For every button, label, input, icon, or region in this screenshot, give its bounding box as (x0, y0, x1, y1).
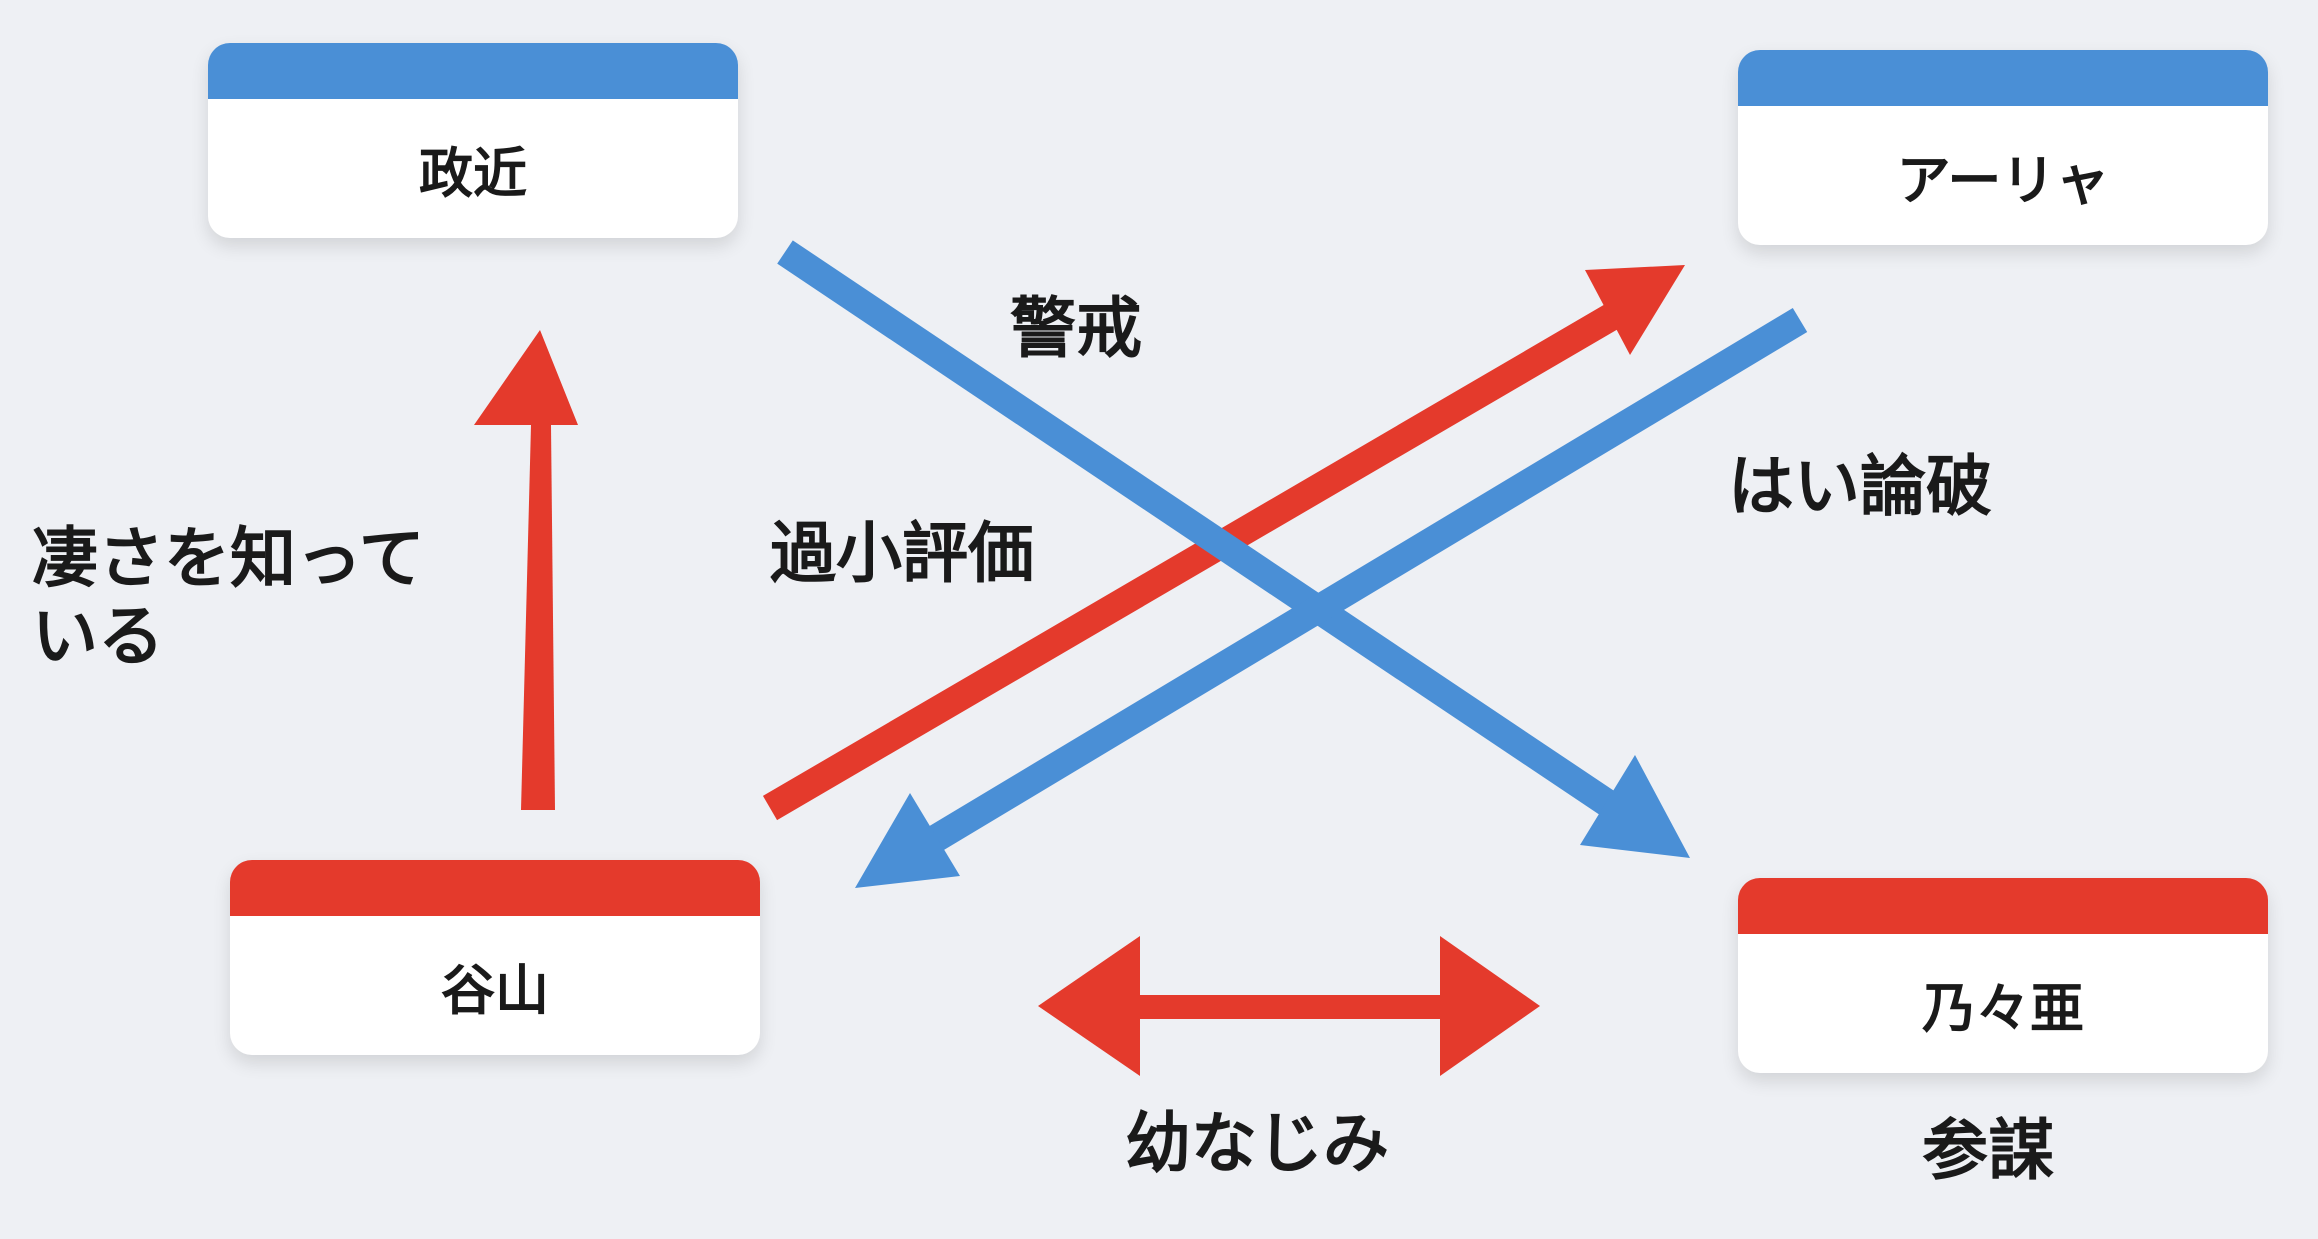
arrow-alya-to-taniyama (855, 307, 1808, 888)
node-color-bar (1738, 878, 2268, 934)
node-role-label-sanbo: 参謀 (1922, 1112, 2054, 1189)
edge-label-line: いる (32, 597, 164, 675)
arrow-taniyama-to-masachika (474, 330, 578, 810)
node-label: 乃々亜 (1922, 977, 2084, 1040)
node-alya: アーリャ (1738, 50, 2268, 245)
node-noa: 乃々亜 (1738, 878, 2268, 1073)
node-label: 谷山 (441, 959, 549, 1022)
node-color-bar (1738, 50, 2268, 106)
edge-label-kasho-hyoka: 過小評価 (770, 515, 1034, 592)
edge-label-osananajimi: 幼なじみ (1125, 1105, 1389, 1182)
arrow-taniyama-to-alya (762, 265, 1685, 821)
node-color-bar (230, 860, 760, 916)
edge-label-shitte-iru: 凄さを知って いる (32, 520, 425, 676)
edge-label-keikai: 警戒 (1010, 290, 1142, 367)
edge-label-line: 凄さを知って (32, 520, 425, 597)
node-label: アーリャ (1896, 149, 2110, 212)
node-label: 政近 (419, 142, 527, 205)
node-taniyama: 谷山 (230, 860, 760, 1055)
edge-label-hai-ronpa: はい論破 (1728, 448, 1992, 525)
arrow-masachika-to-noa (777, 240, 1690, 858)
node-color-bar (208, 43, 738, 99)
node-masachika: 政近 (208, 43, 738, 238)
arrow-taniyama-noa-bidirectional (1038, 936, 1540, 1076)
